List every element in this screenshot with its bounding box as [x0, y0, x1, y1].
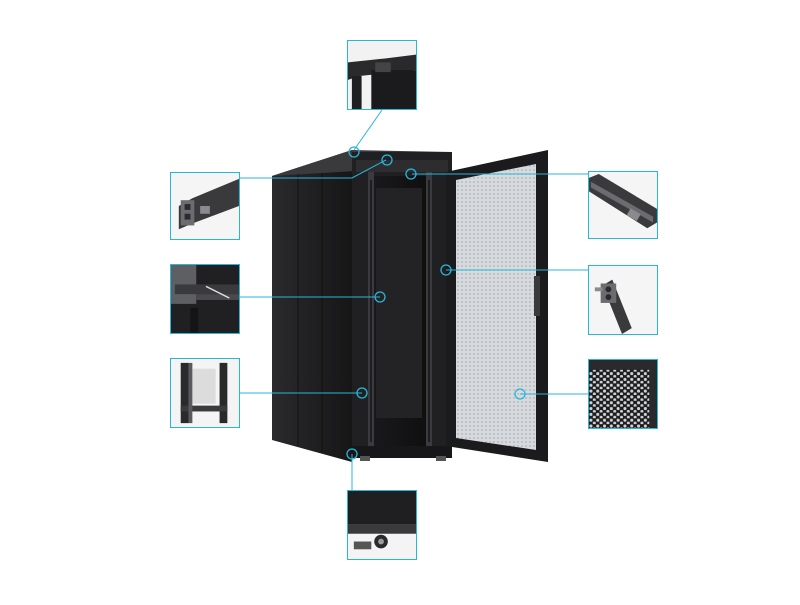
adjustable-rail-icon — [171, 265, 239, 333]
cabinet-foot — [436, 456, 446, 461]
vertical-rail-profile-icon — [589, 172, 657, 238]
door-perforated-panel — [456, 164, 536, 450]
hotspot-mounting-rail[interactable] — [374, 291, 386, 303]
hotspot-right-rail-profile[interactable] — [405, 168, 417, 180]
callout-right-rail-profile[interactable] — [588, 171, 658, 239]
hotspot-left-frame-profile[interactable] — [381, 154, 393, 166]
caster-base-icon — [348, 491, 416, 559]
top-crossbar — [356, 160, 448, 172]
callout-left-frame-profile[interactable] — [170, 172, 240, 240]
server-cabinet — [272, 150, 548, 462]
callout-door-hinge-profile[interactable] — [588, 265, 658, 335]
hinge-profile-section-icon — [589, 266, 657, 334]
callout-side-frame-detail[interactable] — [170, 358, 240, 428]
callout-top-corner-detail[interactable] — [347, 40, 417, 110]
rail-holes — [370, 180, 430, 442]
hotspot-door-hinge[interactable] — [440, 264, 452, 276]
hotspot-perforated-door[interactable] — [514, 388, 526, 400]
door-handle — [534, 276, 540, 316]
cabinet-side-panel — [272, 150, 352, 462]
hex-perforated-mesh-icon — [589, 360, 657, 428]
callout-perforated-door-detail[interactable] — [588, 359, 658, 429]
hotspot-bottom-base[interactable] — [346, 448, 358, 460]
top-frame-corner-icon — [348, 41, 416, 109]
hotspot-top-corner[interactable] — [348, 146, 360, 158]
cabinet-base — [352, 446, 452, 458]
frame-structure-icon — [171, 359, 239, 427]
hotspot-side-frame[interactable] — [356, 387, 368, 399]
cabinet-foot — [360, 456, 370, 461]
aluminum-profile-section-icon — [171, 173, 239, 239]
callout-bottom-base-detail[interactable] — [347, 490, 417, 560]
rear-mesh-panel — [376, 188, 422, 418]
callout-mounting-rail-detail[interactable] — [170, 264, 240, 334]
leader-lines — [240, 109, 588, 490]
